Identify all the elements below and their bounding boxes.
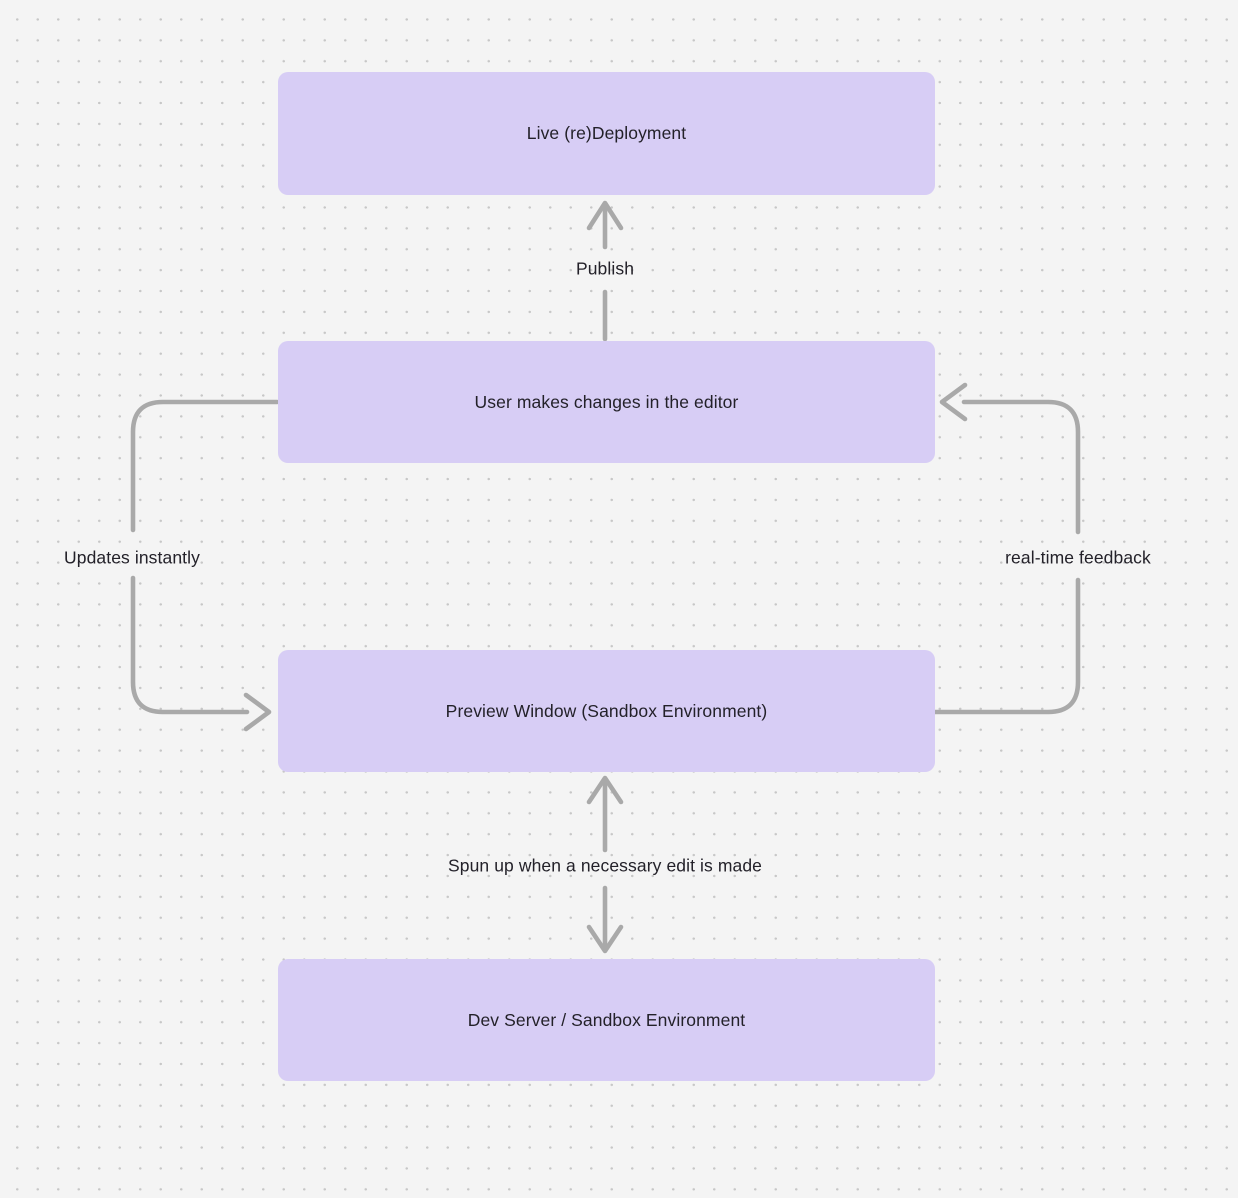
edge-label-spun-up: Spun up when a necessary edit is made	[447, 855, 763, 876]
node-preview-window[interactable]: Preview Window (Sandbox Environment)	[278, 650, 935, 772]
edge-label-realtime-feedback: real-time feedback	[1005, 547, 1151, 568]
edge-label-publish: Publish	[575, 258, 635, 279]
edge-label-updates-instantly: Updates instantly	[64, 547, 200, 568]
edge-spunup-arrowhead-up-icon	[586, 775, 624, 805]
edge-feedback-segment-top	[961, 399, 1081, 535]
node-live-deployment-label: Live (re)Deployment	[526, 123, 687, 143]
node-live-deployment[interactable]: Live (re)Deployment	[278, 72, 935, 195]
node-user-editor[interactable]: User makes changes in the editor	[278, 341, 935, 463]
edge-updates-arrowhead-right-icon	[243, 692, 272, 732]
node-dev-server-label: Dev Server / Sandbox Environment	[467, 1009, 746, 1030]
edge-feedback-segment-bottom	[932, 577, 1081, 715]
edge-publish-arrowhead-up-icon	[586, 200, 624, 231]
node-dev-server[interactable]: Dev Server / Sandbox Environment	[278, 959, 935, 1081]
edge-updates-segment-top	[130, 399, 280, 533]
node-user-editor-label: User makes changes in the editor	[474, 391, 739, 412]
node-preview-window-label: Preview Window (Sandbox Environment)	[445, 700, 768, 721]
edge-spunup-arrowhead-down-icon	[586, 924, 624, 954]
edge-feedback-arrowhead-left-icon	[939, 382, 968, 422]
edge-updates-segment-bottom	[130, 575, 250, 715]
